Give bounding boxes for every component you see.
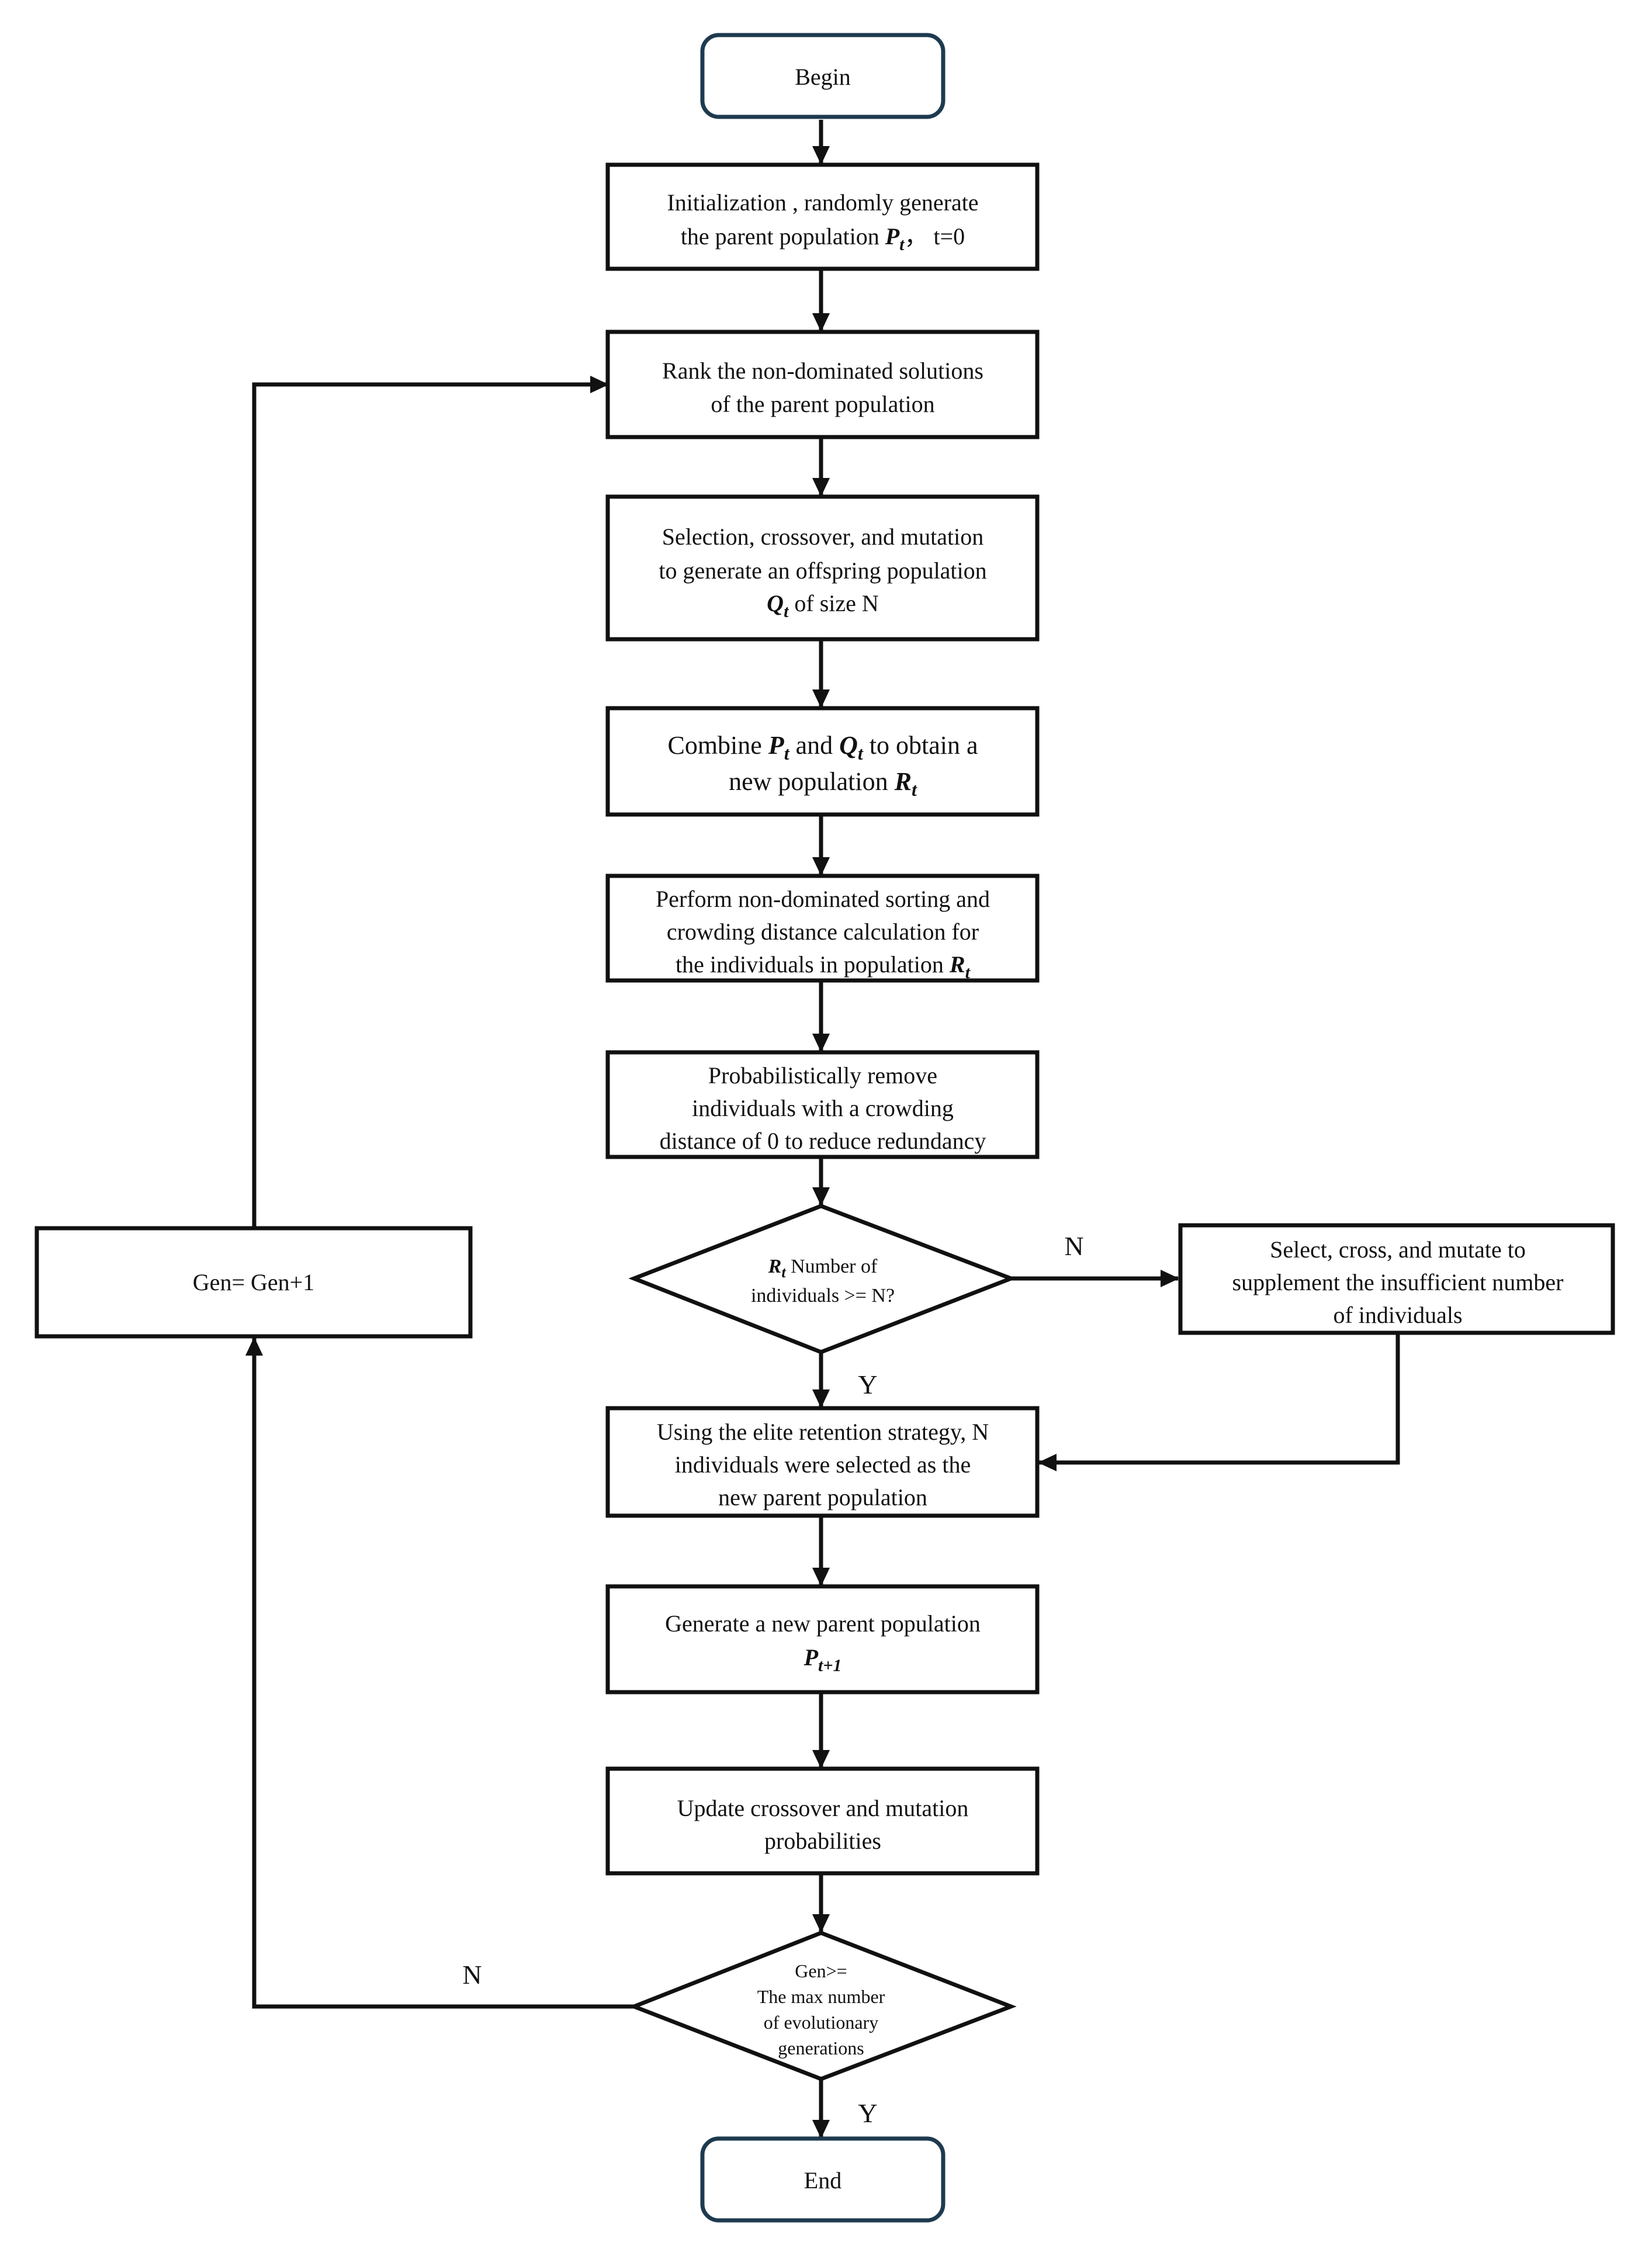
sort-box — [605, 874, 1040, 983]
decision2-line4: generations — [778, 2037, 864, 2059]
select-box — [605, 494, 1040, 642]
decision1-line1: Rt Number of — [768, 1256, 878, 1281]
generate-line1: Generate a new parent population — [665, 1610, 981, 1637]
elite-line2: individuals were selected as the — [675, 1451, 971, 1478]
sort-line3: the individuals in population Rt — [676, 951, 971, 982]
decision2-diamond — [628, 1931, 1017, 2081]
end-label: End — [804, 2167, 841, 2193]
combine-box — [605, 706, 1040, 817]
generate-box — [605, 1584, 1040, 1694]
rank-line2: of the parent population — [711, 391, 934, 417]
combine-line2: new population Rt — [729, 767, 917, 800]
supplement-line1: Select, cross, and mutate to — [1270, 1236, 1526, 1263]
sort-line1: Perform non-dominated sorting and — [656, 886, 990, 912]
decision2-no-label: N — [462, 1960, 482, 1990]
update-line2: probabilities — [764, 1828, 881, 1854]
remove-line1: Probabilistically remove — [708, 1062, 937, 1089]
combine-line1: Combine Pt and Qt to obtain a — [667, 731, 978, 764]
arrow-gen-rank — [252, 376, 609, 1227]
begin-label: Begin — [795, 64, 851, 90]
supplement-box — [1178, 1223, 1615, 1335]
decision2-yes-label: Y — [858, 2098, 877, 2128]
update-line1: Update crossover and mutation — [677, 1795, 969, 1821]
arrow-decision2-gen — [245, 1337, 634, 2009]
gen-box — [34, 1226, 473, 1339]
remove-line3: distance of 0 to reduce redundancy — [660, 1128, 986, 1154]
elite-line1: Using the elite retention strategy, N — [657, 1419, 989, 1445]
elite-line3: new parent population — [718, 1484, 927, 1510]
decision2-line1: Gen>= — [795, 1960, 847, 1981]
end-terminal — [700, 2136, 946, 2223]
update-box — [605, 1766, 1040, 1876]
init-line1: Initialization , randomly generate — [667, 189, 978, 216]
rank-line1: Rank the non-dominated solutions — [662, 358, 983, 384]
gen-label: Gen= Gen+1 — [193, 1269, 314, 1295]
select-line3: Qt of size N — [767, 590, 879, 621]
arrow-supplement-elite — [1038, 1334, 1400, 1471]
select-line2: to generate an offspring population — [659, 557, 986, 584]
decision2-line3: of evolutionary — [764, 2012, 878, 2033]
elite-box — [605, 1406, 1040, 1518]
decision1-line2: individuals >= N? — [751, 1285, 895, 1307]
remove-line2: individuals with a crowding — [692, 1095, 954, 1121]
supplement-line2: supplement the insufficient number — [1232, 1269, 1564, 1295]
init-box — [605, 162, 1040, 271]
init-line2: the parent population Pt， t=0 — [681, 223, 965, 254]
decision1-yes-label: Y — [858, 1370, 877, 1399]
decision1-no-label: N — [1064, 1231, 1083, 1261]
supplement-line3: of individuals — [1333, 1302, 1462, 1328]
remove-box — [605, 1050, 1040, 1159]
rank-box — [605, 330, 1040, 439]
decision1-diamond — [628, 1204, 1017, 1354]
select-line1: Selection, crossover, and mutation — [662, 524, 984, 550]
begin-terminal — [700, 33, 946, 119]
decision2-line2: The max number — [757, 1986, 885, 2007]
generate-line2: Pt+1 — [804, 1644, 842, 1675]
sort-line2: crowding distance calculation for — [667, 919, 979, 945]
